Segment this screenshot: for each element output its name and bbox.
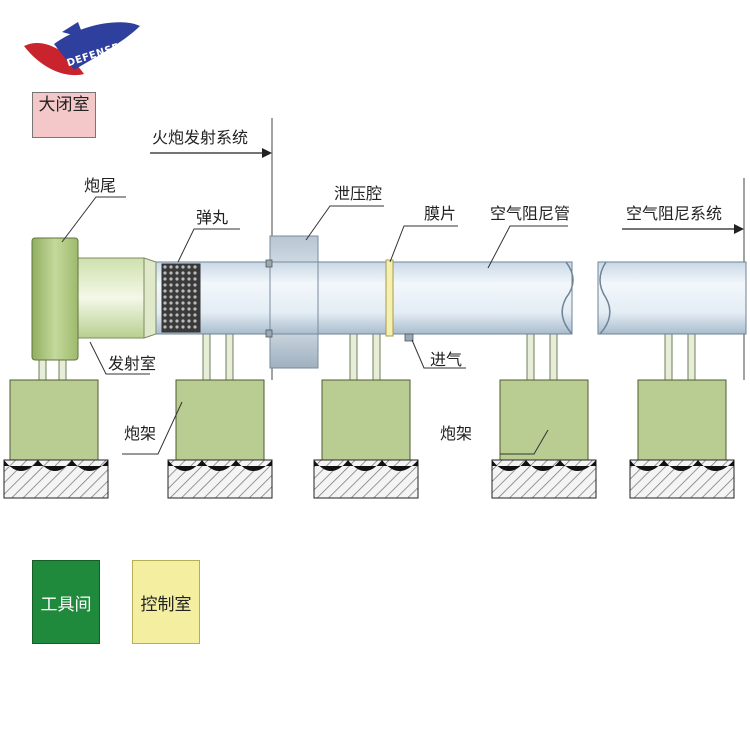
gun-mount-1 [9, 379, 99, 461]
firing-chamber [75, 257, 145, 339]
bolt-icon [265, 329, 273, 338]
logo-emblem-icon [24, 22, 140, 76]
gun-mount-label-right: 炮架 [440, 424, 473, 443]
tool-room-label: 工具间 [40, 594, 92, 615]
tube-break-left [561, 261, 574, 335]
gun-mount-label-left: 炮架 [124, 424, 157, 443]
gun-mount-4 [499, 379, 589, 461]
projectile-label: 弹丸 [196, 208, 229, 227]
gun-barrel [139, 261, 573, 335]
control-room-label: 控制室 [140, 594, 192, 615]
projectile [161, 263, 201, 333]
bolt-icon [265, 259, 273, 268]
breech [31, 237, 79, 361]
gun-launch-system-label: 火炮发射系统 [152, 128, 249, 147]
ground-cusps [4, 460, 734, 471]
diaphragm [385, 259, 394, 337]
chamber-label: 发射室 [108, 354, 157, 373]
gun-mount-5 [637, 379, 727, 461]
breech-label: 炮尾 [84, 176, 117, 195]
arrow-head-icon [262, 148, 272, 158]
diaphragm-label: 膜片 [424, 204, 457, 223]
gun-mount-3 [321, 379, 411, 461]
air-damping-tube-label: 空气阻尼管 [490, 204, 571, 223]
logo: DEFENSE [14, 14, 150, 96]
air-inlet-label: 进气 [430, 350, 463, 369]
air-inlet-valve-icon [404, 333, 414, 342]
air-damping-tube-segment [597, 261, 747, 335]
control-room-box: 控制室 [132, 560, 200, 644]
air-damping-system-label: 空气阻尼系统 [626, 204, 723, 223]
tool-room-box: 工具间 [32, 560, 100, 644]
top-room-box: 大闭室 [32, 92, 96, 138]
tube-break-right [599, 261, 611, 335]
pressure-relief-chamber-label: 泄压腔 [334, 184, 383, 203]
arrow-head-icon [734, 224, 744, 234]
ground [3, 459, 735, 499]
gun-mount-2 [175, 379, 265, 461]
top-room-label: 大闭室 [38, 95, 90, 115]
